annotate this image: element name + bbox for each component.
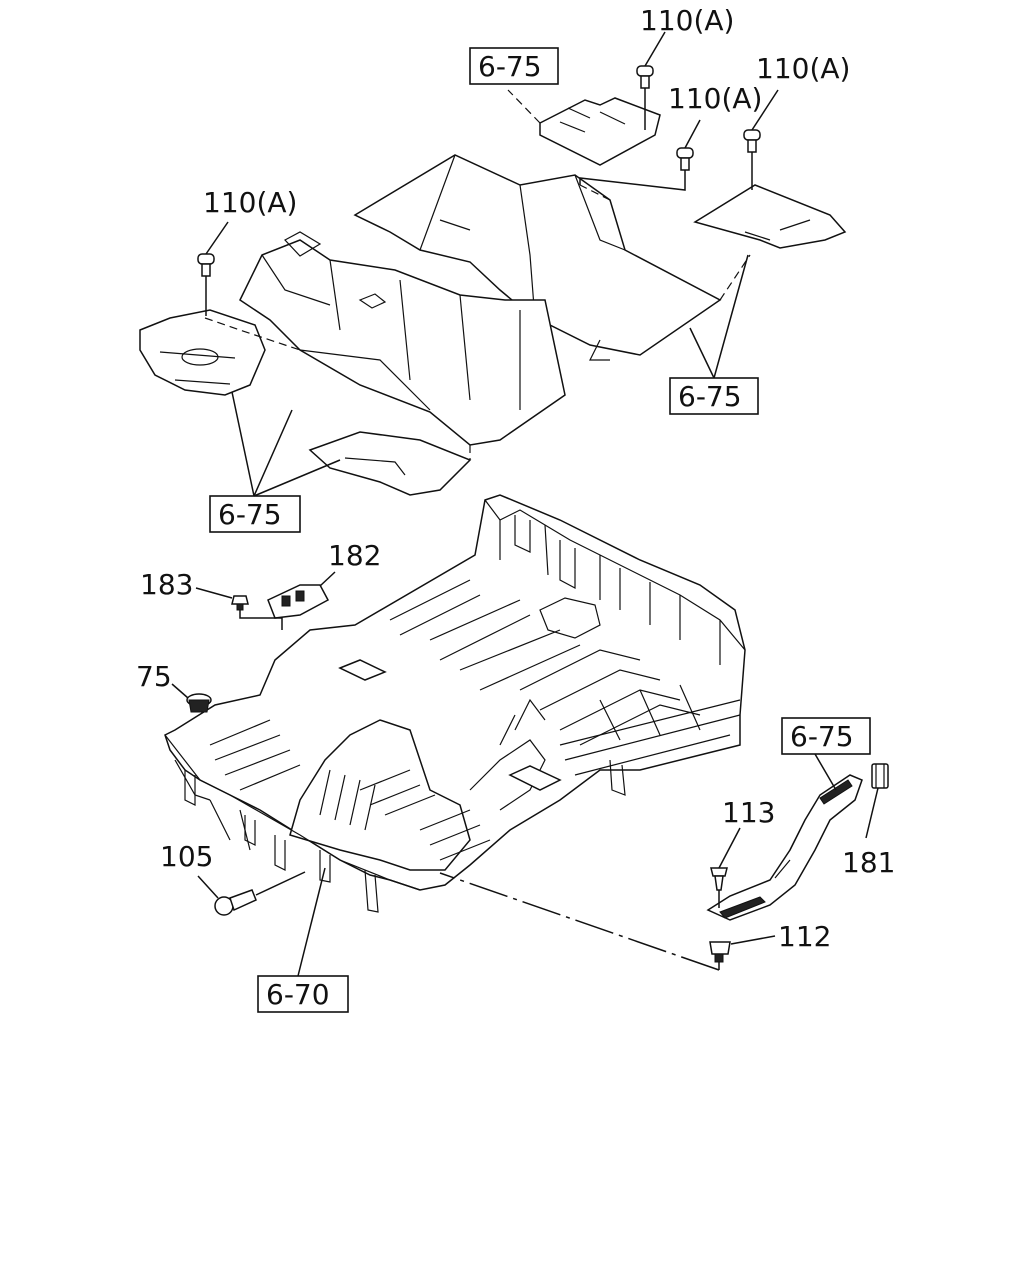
bracket-182 <box>267 571 336 619</box>
callout-110a-top: 110(A) <box>640 4 734 37</box>
screw-113 <box>710 827 741 908</box>
ref-box-top: 6-75 <box>469 47 559 85</box>
callout-183: 183 <box>140 568 193 601</box>
callout-113: 113 <box>722 796 775 829</box>
top-insulator-panel <box>539 97 661 166</box>
ref-box-step: 6-75 <box>781 717 871 791</box>
callout-110a-mid: 110(A) <box>668 82 762 115</box>
left-dash-insulator <box>139 309 266 396</box>
bolt-183 <box>195 587 283 630</box>
callout-75: 75 <box>136 660 172 693</box>
clip-112 <box>439 872 776 971</box>
floor-panel-body <box>164 494 746 891</box>
right-insulator-panel <box>693 184 847 249</box>
callout-112: 112 <box>778 920 831 953</box>
ref-label-frame: 6-70 <box>266 978 330 1011</box>
side-step-plate <box>706 774 863 921</box>
center-floor-insulator <box>308 431 472 496</box>
callout-182: 182 <box>328 539 381 572</box>
ref-label-left: 6-75 <box>218 498 282 531</box>
ref-label-step: 6-75 <box>790 720 854 753</box>
callout-181: 181 <box>842 846 895 879</box>
ref-box-right: 6-75 <box>669 254 759 415</box>
front-brackets <box>184 759 626 913</box>
clip-110a-left <box>197 221 229 316</box>
plug-75 <box>171 683 212 713</box>
clip-110a-right <box>743 89 779 190</box>
ref-label-top: 6-75 <box>478 50 542 83</box>
rear-floor-insulator <box>353 154 722 361</box>
front-tunnel-insulator <box>239 231 566 446</box>
ref-label-right: 6-75 <box>678 380 742 413</box>
clip-110a-mid <box>579 119 701 191</box>
assembly-dashed-lines <box>204 89 751 460</box>
ref-box-left: 6-75 <box>209 391 341 533</box>
clip-110a-top <box>636 31 666 130</box>
cap-181 <box>865 763 889 839</box>
ref-box-frame: 6-70 <box>257 867 349 1013</box>
callout-110a-right: 110(A) <box>756 52 850 85</box>
callout-110a-left: 110(A) <box>203 186 297 219</box>
bolt-105 <box>197 871 306 916</box>
callout-105: 105 <box>160 840 213 873</box>
